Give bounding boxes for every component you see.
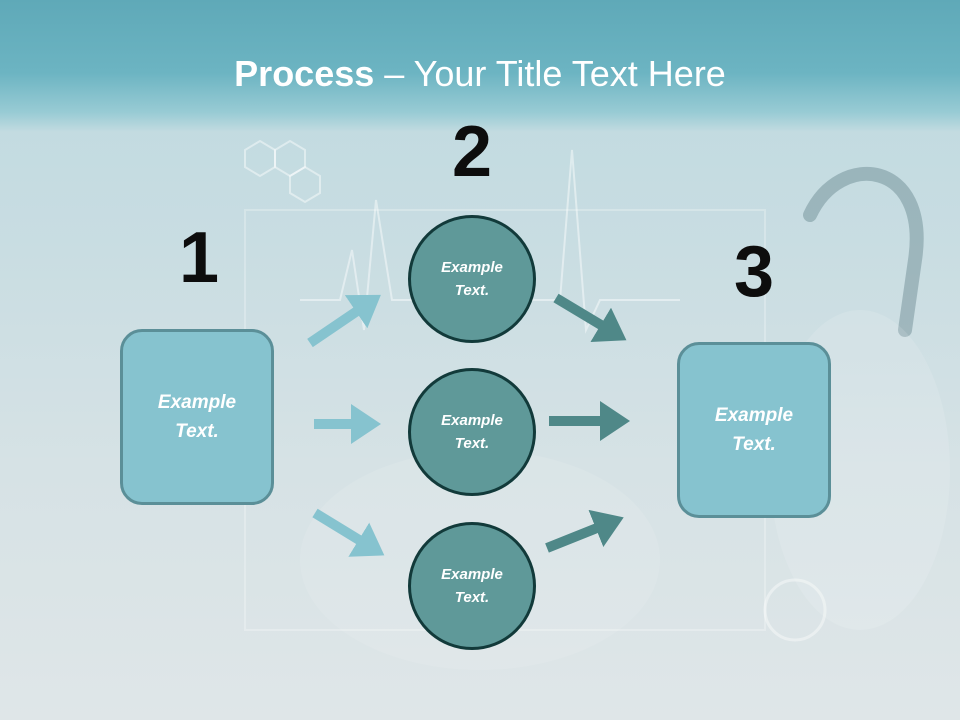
page-title: Process – Your Title Text Here (0, 52, 960, 96)
arrow-from-circle-1 (553, 293, 627, 342)
circle-3-line1: Example (441, 566, 503, 583)
circle-2-line1: Example (441, 412, 503, 429)
end-box-line2: Text. (732, 434, 776, 455)
arrow-to-circle-1 (307, 294, 381, 348)
circle-3-line2: Text. (454, 589, 490, 606)
step-number-3: 3 (733, 232, 775, 312)
circle-2-line2: Text. (454, 435, 490, 452)
start-box-line2: Text. (175, 421, 219, 442)
circle-1-line1: Example (441, 259, 503, 276)
end-box-line1: Example (714, 405, 794, 426)
step-number-1: 1 (178, 218, 220, 298)
title-bold: Process (234, 53, 375, 94)
arrow-from-circle-3 (545, 509, 624, 553)
title-bar (0, 0, 960, 132)
arrow-to-circle-3 (312, 508, 385, 557)
circle-1-line2: Text. (454, 282, 490, 299)
start-box-line1: Example (157, 392, 237, 413)
title-rest: – Your Title Text Here (374, 53, 726, 94)
step-number-2: 2 (451, 112, 493, 192)
